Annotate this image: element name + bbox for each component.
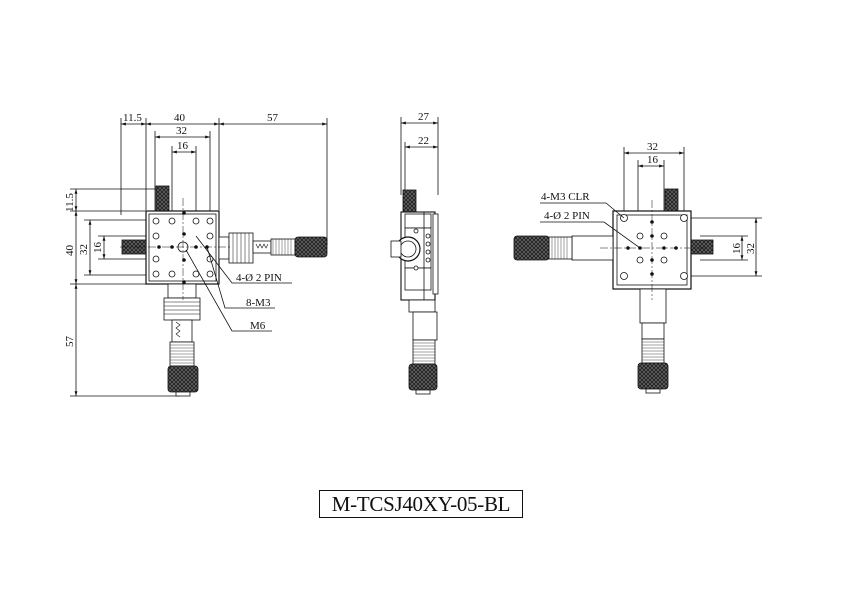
front-dim-16: 16 <box>177 140 189 152</box>
front-left-dim-57: 57 <box>64 336 76 348</box>
front-left-dim-16: 16 <box>92 242 104 254</box>
side-dim-22: 22 <box>418 135 429 147</box>
rear-right-dim-16: 16 <box>731 243 743 255</box>
front-left-dim-40: 40 <box>64 245 76 257</box>
front-left-dim-11-5: 11.5 <box>64 193 76 212</box>
side-view-labels: 27 22 <box>418 111 430 147</box>
front-dim-40: 40 <box>174 112 186 124</box>
rear-view <box>513 147 762 394</box>
callout-m3: 8-M3 <box>246 297 271 309</box>
callout-m6: M6 <box>250 320 266 332</box>
front-dim-11-5: 11.5 <box>123 112 142 124</box>
callout-m3-clr: 4-M3 CLR <box>541 191 590 203</box>
side-dim-27: 27 <box>418 111 430 123</box>
callout-pin: 4-Ø 2 PIN <box>236 272 282 284</box>
front-view-labels: 11.5 40 32 16 57 11.5 40 32 16 57 4-Ø 2 … <box>64 112 282 347</box>
front-dim-57: 57 <box>267 112 279 124</box>
rear-right-dim-32: 32 <box>745 243 757 254</box>
front-view <box>70 118 328 397</box>
front-dim-32: 32 <box>176 125 187 137</box>
rear-dim-16: 16 <box>647 154 659 166</box>
rear-view-labels: 32 16 16 32 4-M3 CLR 4-Ø 2 PIN <box>541 141 757 254</box>
model-number-title: M-TCSJ40XY-05-BL <box>319 490 523 518</box>
side-view <box>390 117 439 395</box>
front-left-dim-32: 32 <box>78 244 90 255</box>
callout-rear-pin: 4-Ø 2 PIN <box>544 210 590 222</box>
rear-dim-32: 32 <box>647 141 658 153</box>
